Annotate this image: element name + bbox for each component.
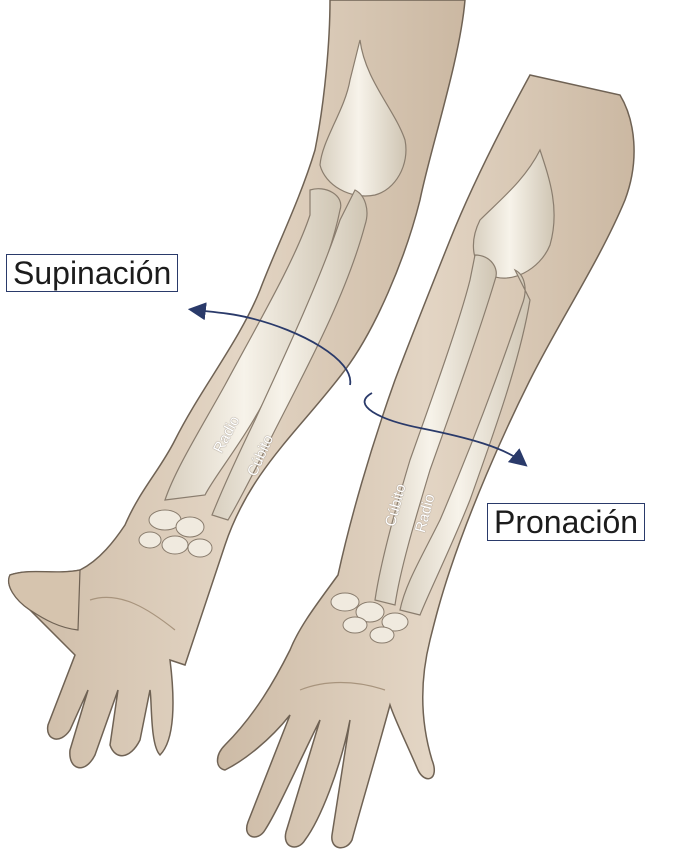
right-arm-pronation	[218, 75, 635, 848]
supination-label: Supinación	[6, 254, 178, 292]
pronation-label: Pronación	[487, 503, 645, 541]
